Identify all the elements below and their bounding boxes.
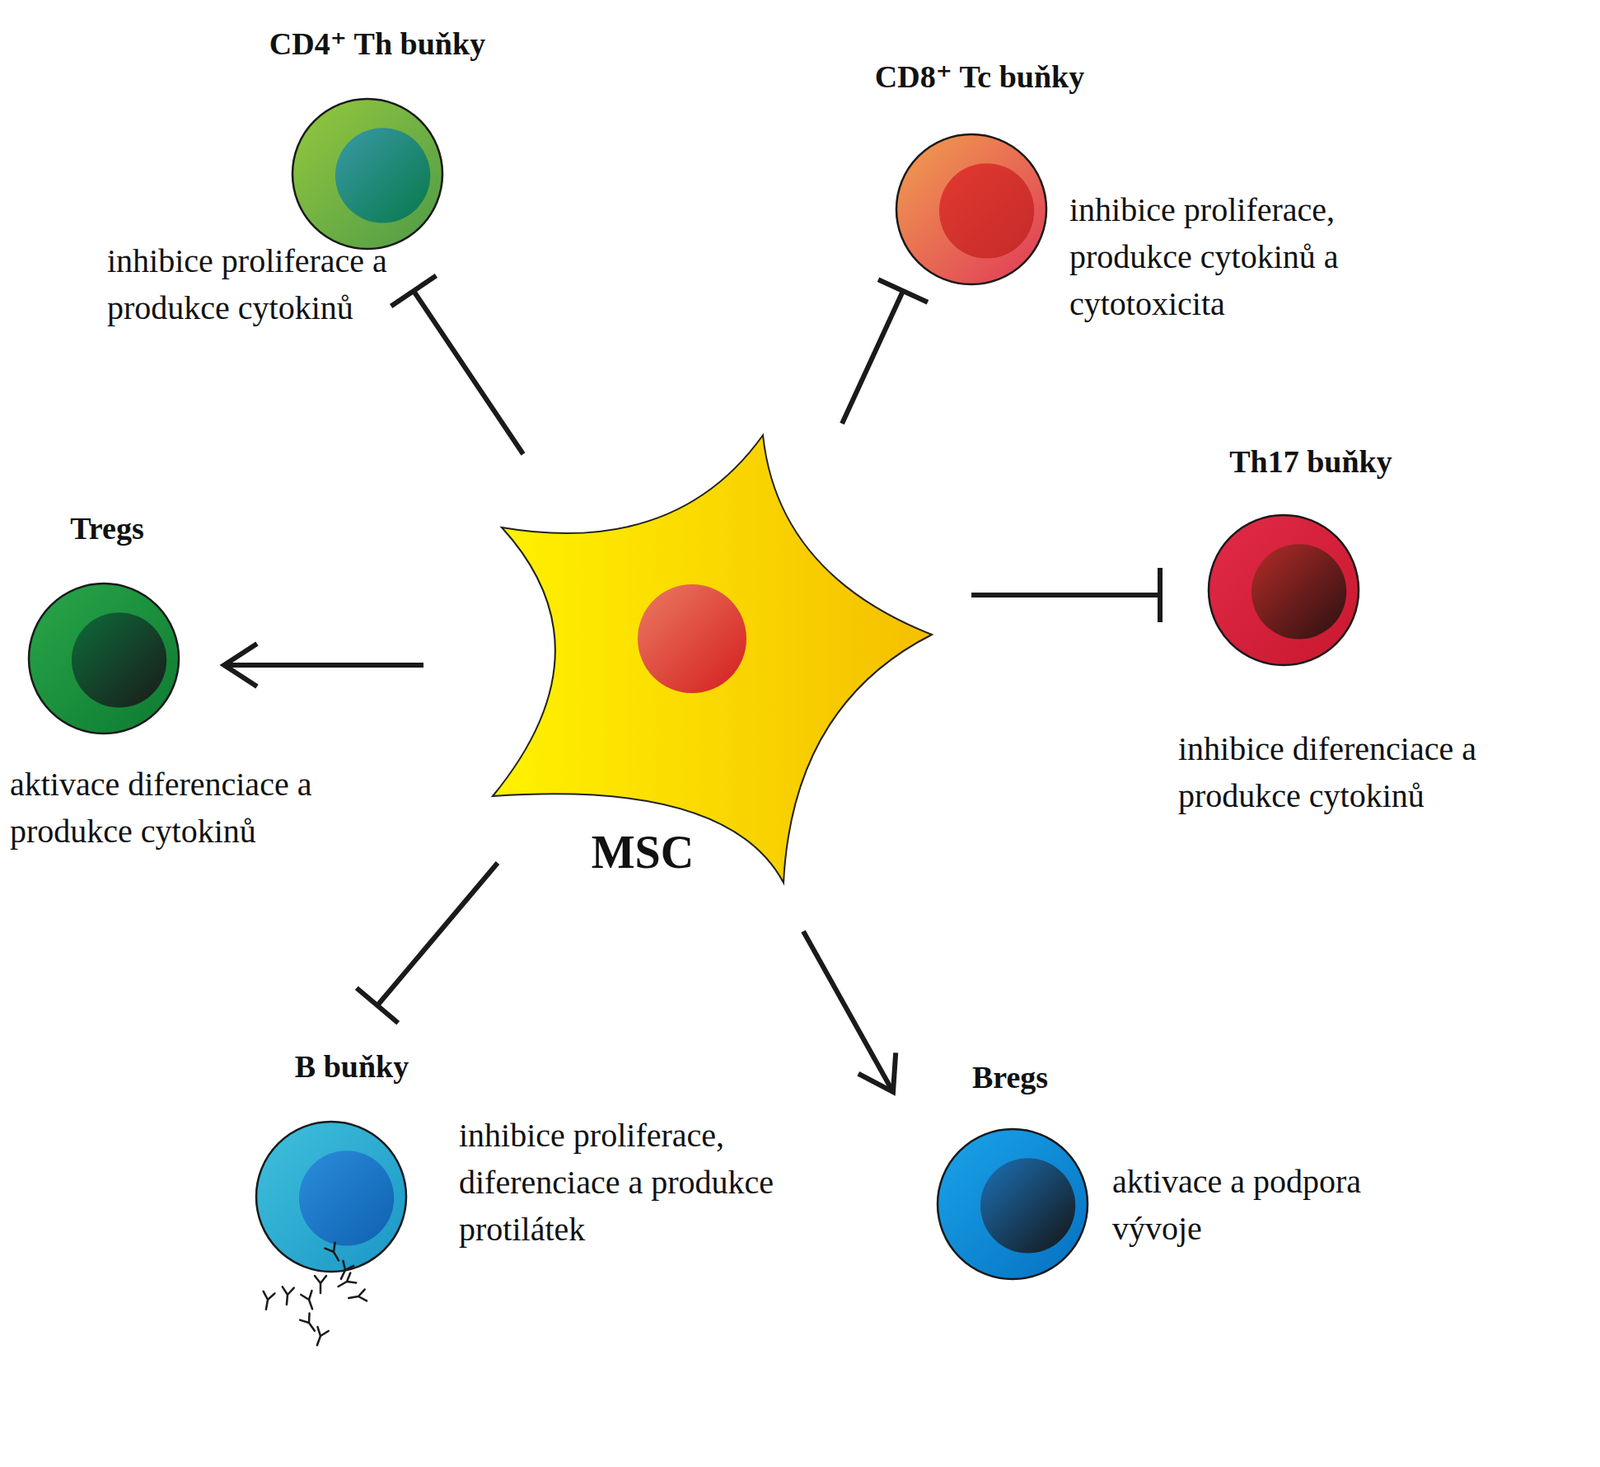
effect-description: inhibice proliferace, diferenciace a pro… bbox=[458, 1111, 797, 1253]
effect-description: inhibice proliferace, produkce cytokinů … bbox=[1069, 186, 1437, 328]
cell-nucleus bbox=[71, 612, 167, 707]
effect-description: inhibice diferenciace a produkce cytokin… bbox=[1178, 725, 1508, 819]
inhibition-connector bbox=[356, 862, 498, 1023]
antibody-symbol bbox=[335, 1272, 356, 1292]
cell-name: Th17 buňky bbox=[1229, 442, 1393, 481]
cell-body bbox=[292, 98, 443, 249]
msc-cell: MSC bbox=[489, 433, 935, 884]
cell-nucleus bbox=[1251, 543, 1347, 639]
immune-cell: B buňkyinhibice proliferace, diferenciac… bbox=[254, 1119, 408, 1273]
antibody-symbol bbox=[300, 1290, 318, 1311]
cell-body bbox=[256, 1121, 407, 1272]
antibody-symbol bbox=[336, 1260, 355, 1282]
antibody-symbol bbox=[299, 1313, 320, 1334]
cell-body bbox=[1208, 514, 1359, 665]
antibody-symbol bbox=[347, 1289, 367, 1304]
immune-cell: Bregsaktivace a podpora vývoje bbox=[935, 1127, 1090, 1281]
cell-nucleus bbox=[335, 127, 431, 223]
immune-cell: CD4⁺ Th buňkyinhibice proliferace a prod… bbox=[290, 97, 445, 251]
cell-shape bbox=[1207, 513, 1361, 667]
cell-name: Bregs bbox=[972, 1057, 1048, 1096]
cell-body bbox=[896, 134, 1047, 285]
activation-arrow bbox=[803, 930, 896, 1092]
cell-name: CD8⁺ Tc buňky bbox=[874, 57, 1086, 96]
immune-cell: Tregsaktivace diferenciace a produkce cy… bbox=[27, 581, 181, 735]
cell-name: B buňky bbox=[294, 1047, 409, 1086]
cell-nucleus bbox=[637, 584, 747, 693]
immune-cell: CD8⁺ Tc buňkyinhibice proliferace, produ… bbox=[894, 132, 1048, 286]
cell-shape bbox=[935, 1127, 1090, 1281]
cell-nucleus bbox=[980, 1157, 1076, 1253]
cell-nucleus bbox=[299, 1150, 394, 1245]
inhibition-connector bbox=[842, 279, 928, 424]
cell-body bbox=[492, 435, 932, 883]
antibody-symbol bbox=[324, 1242, 344, 1264]
cell-shape bbox=[290, 97, 445, 251]
cell-name: CD4⁺ Th buňky bbox=[269, 24, 486, 63]
cell-shape bbox=[27, 581, 181, 735]
antibody-symbol bbox=[311, 1326, 328, 1348]
inhibition-connector bbox=[971, 567, 1161, 623]
effect-description: inhibice proliferace a produkce cytokinů bbox=[107, 237, 433, 332]
cell-shape bbox=[254, 1119, 408, 1273]
effect-description: aktivace diferenciace a produkce cytokin… bbox=[9, 760, 340, 855]
antibody-symbol bbox=[314, 1275, 327, 1293]
activation-arrow bbox=[224, 643, 424, 687]
cell-name: Tregs bbox=[70, 509, 144, 548]
cell-nucleus bbox=[939, 163, 1034, 258]
inhibition-connector bbox=[391, 276, 524, 454]
effect-description: aktivace a podpora vývoje bbox=[1112, 1157, 1389, 1252]
antibody-symbol bbox=[280, 1286, 295, 1305]
cell-shape bbox=[894, 132, 1048, 286]
cell-body bbox=[28, 583, 179, 734]
cell-body bbox=[937, 1128, 1088, 1279]
cell-name: MSC bbox=[543, 825, 742, 879]
antibody-symbol bbox=[260, 1291, 275, 1310]
star-cell-shape bbox=[489, 433, 935, 884]
immune-cell: Th17 buňkyinhibice diferenciace a produk… bbox=[1207, 513, 1361, 667]
